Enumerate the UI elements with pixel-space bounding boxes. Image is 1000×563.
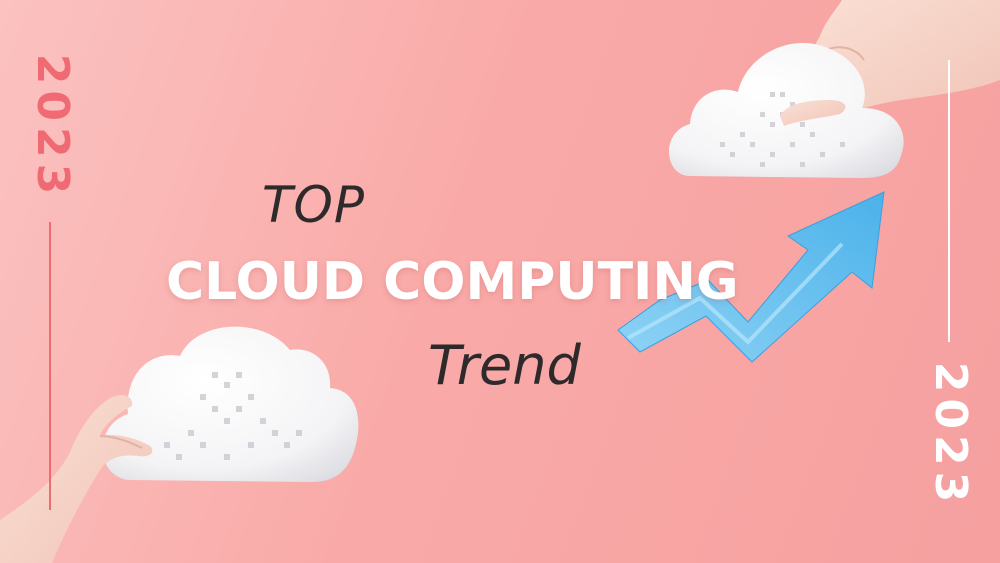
headline-main: CLOUD COMPUTING	[166, 252, 739, 312]
hand-finger	[780, 100, 846, 126]
headline-bottom: Trend	[428, 334, 581, 397]
year-label-right: 2023	[925, 361, 976, 509]
divider-line-left	[49, 222, 51, 510]
hand-left	[0, 395, 153, 563]
year-label-left: 2023	[27, 53, 78, 201]
cloud-icon-bottom	[102, 326, 359, 482]
headline-top: TOP	[262, 176, 366, 234]
divider-line-right	[948, 60, 950, 342]
trend-arrow-icon	[617, 191, 885, 363]
